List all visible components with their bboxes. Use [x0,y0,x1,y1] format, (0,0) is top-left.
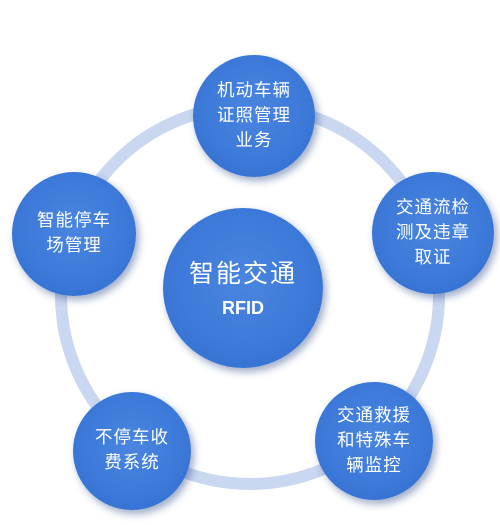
node-smart-parking-management: 智能停车 场管理 [12,172,136,296]
node-traffic-rescue-monitoring: 交通救援 和特殊车 辆监控 [315,382,433,500]
node-vehicle-license-management: 机动车辆 证照管理 业务 [193,55,315,177]
node-traffic-flow-detection: 交通流检 测及违章 取证 [372,172,494,294]
node-label: 机动车辆 证照管理 业务 [217,80,291,151]
node-label: 智能停车 场管理 [37,211,111,256]
center-title: 智能交通 [188,258,297,288]
node-label: 交通救援 和特殊车 辆监控 [337,405,411,476]
node-nonstop-toll-system: 不停车收 费系统 [73,392,191,510]
node-label: 不停车收 费系统 [95,428,169,473]
center-subtitle: RFID [222,297,264,318]
node-label: 交通流检 测及违章 取证 [396,197,470,268]
center-node: 智能交通 RFID [163,208,323,368]
